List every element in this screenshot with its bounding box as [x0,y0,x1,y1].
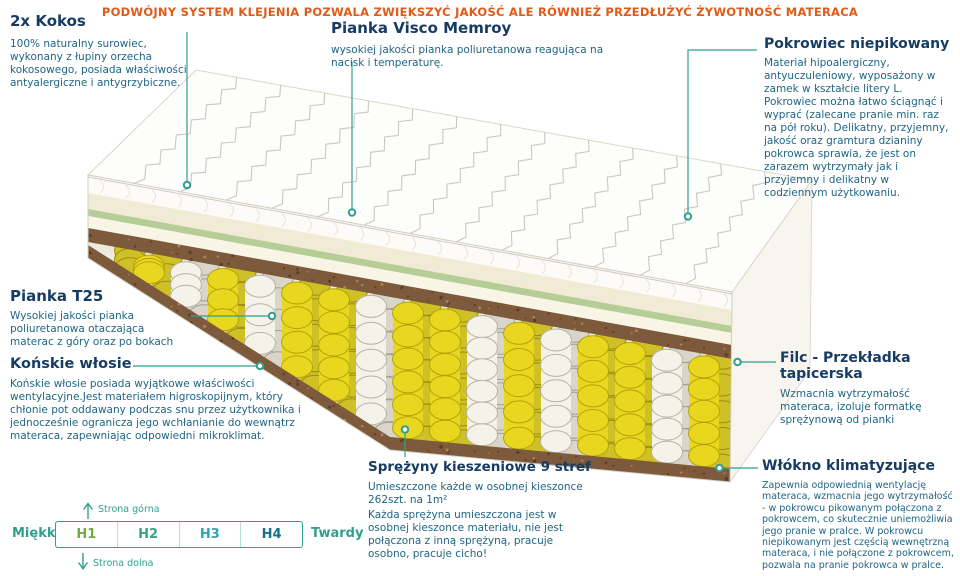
firmness-level-h4: H4 [240,522,302,547]
visco-title: Pianka Visco Memroy [331,19,512,37]
pianka-t25-description: Wysokiej jakości pianka poliuretanowa ot… [10,310,174,349]
header-banner: PODWÓJNY SYSTEM KLEJENIA POZWALA ZWIĘKSZ… [101,5,859,19]
pianka-t25-title: Pianka T25 [10,287,104,305]
soft-label: Miękki [12,526,60,541]
pokrowiec-title: Pokrowiec niepikowany [764,36,950,52]
wlokno-description: Zapewnia odpowiednią wentylację materaca… [762,480,954,571]
filc-description: Wzmacnia wytrzymałość materaca, izoluje … [780,388,922,427]
konskie-wlosie-title: Końskie włosie [10,356,132,372]
visco-description: wysokiej jakości pianka poliuretanowa re… [331,44,604,70]
konskie-wlosie-description: Końskie włosie posiada wyjątkowe właściw… [10,378,301,443]
sprezyny-description: Umieszczone każde w osobnej kieszonce 26… [368,481,596,561]
sprezyny-description-line2: Każda sprężyna umieszczona jest w osobne… [368,509,563,561]
filc-title: Filc - Przekładka tapicerska [780,350,911,383]
pokrowiec-description: Materiał hipoalergiczny, antyuczuleniowy… [764,57,949,200]
sprezyny-description-line1: Umieszczone każde w osobnej kieszonce 26… [368,481,583,507]
top-side-label: Strona górna [98,504,160,515]
kokos-title: 2x Kokos [10,12,86,30]
firmness-level-h2: H2 [116,522,179,547]
hard-label: Twardy [311,526,364,541]
kokos-description: 100% naturalny surowiec, wykonany z łupi… [10,38,187,90]
firmness-scale: H1 H2 H3 H4 [55,521,303,548]
bottom-side-label: Strona dolna [93,558,154,569]
wlokno-title: Włókno klimatyzujące [762,458,935,474]
sprezyny-title: Sprężyny kieszeniowe 9 stref [368,459,591,475]
firmness-level-h1: H1 [76,527,97,542]
firmness-level-h3: H3 [178,522,241,547]
